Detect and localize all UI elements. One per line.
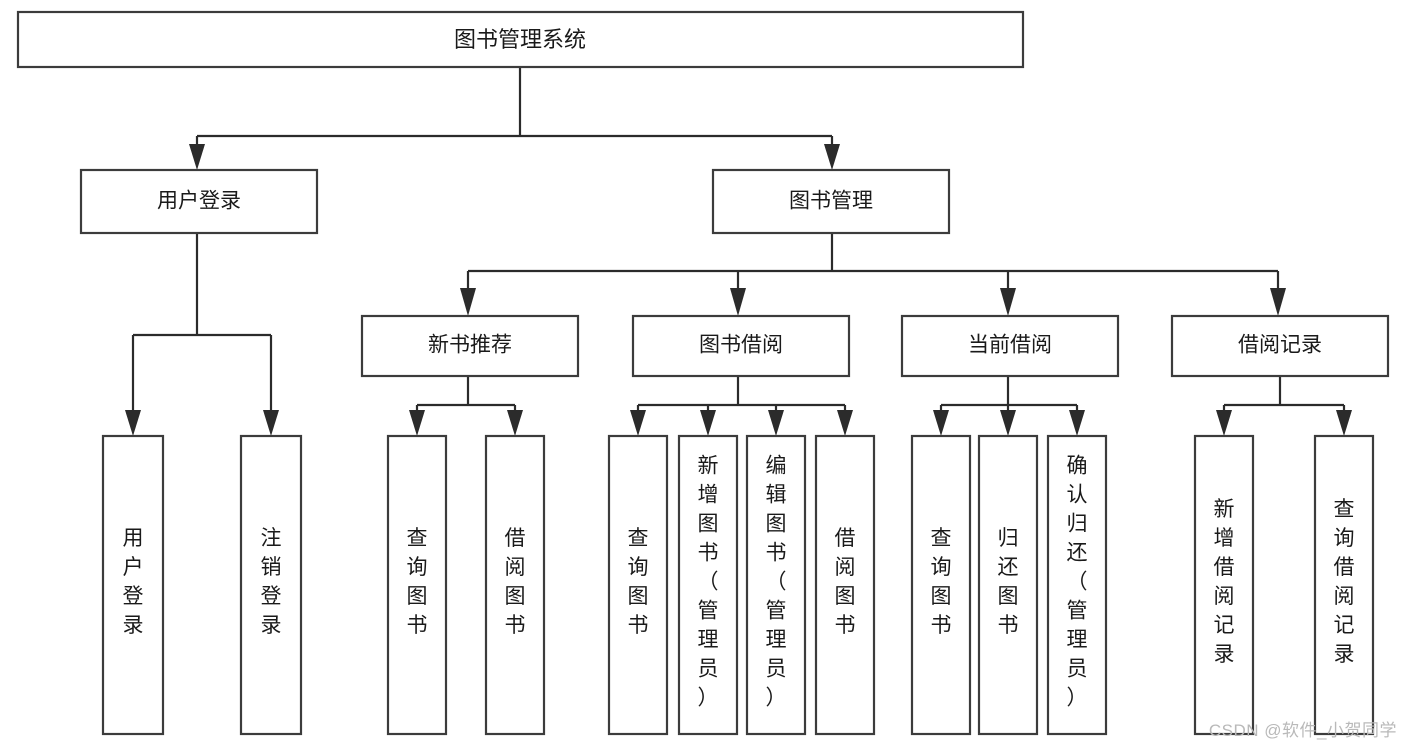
node-root-label: 图书管理系统 bbox=[454, 27, 586, 52]
node-borrow-record[interactable]: 借阅记录 bbox=[1170, 314, 1390, 378]
leaf-node-query-book-2[interactable]: 查询图书 bbox=[607, 434, 669, 736]
node-user-login-label: 用户登录 bbox=[157, 190, 241, 213]
node-book-borrow-box[interactable] bbox=[631, 314, 851, 378]
leaf-node-query-book-1-box[interactable] bbox=[386, 434, 448, 736]
leaf-node-query-book-1[interactable]: 查询图书 bbox=[386, 434, 448, 736]
connector-book-manage-to-bus bbox=[466, 233, 1280, 288]
node-book-borrow-label: 图书借阅 bbox=[699, 334, 783, 357]
leaf-node-logout[interactable]: 注销登录 bbox=[239, 434, 303, 736]
arrow-to-new-book-rec bbox=[460, 288, 476, 316]
leaf-node-query-book-2-box[interactable] bbox=[607, 434, 669, 736]
node-current-borrow-box[interactable] bbox=[900, 314, 1120, 378]
leaf-node-borrow-book-2[interactable]: 借阅图书 bbox=[814, 434, 876, 736]
arrow-to-leaf-return-book bbox=[1000, 410, 1016, 436]
leaf-node-return-book-box[interactable] bbox=[977, 434, 1039, 736]
arrow-to-leaf-edit-book bbox=[768, 410, 784, 436]
leaf-node-confirm-return[interactable]: 确认归还（管理员） bbox=[1046, 434, 1108, 736]
connector-borrow-record-to-bus bbox=[1222, 376, 1346, 414]
arrow-to-leaf-logout bbox=[263, 410, 279, 436]
arrow-to-leaf-add-record bbox=[1216, 410, 1232, 436]
leaf-node-add-book-label: 新增图书（管理员） bbox=[698, 455, 719, 710]
leaf-node-add-book-box[interactable] bbox=[677, 434, 739, 736]
node-root[interactable]: 图书管理系统 bbox=[16, 10, 1025, 69]
leaf-node-return-book-label: 归还图书 bbox=[998, 527, 1019, 637]
leaf-layer: 用户登录 注销登录 查询图书 借阅图书 查询图书 新增图书（管理员） 编辑图书（… bbox=[101, 434, 1375, 736]
arrow-to-leaf-query-book-2 bbox=[630, 410, 646, 436]
leaf-node-return-book[interactable]: 归还图书 bbox=[977, 434, 1039, 736]
node-borrow-record-label: 借阅记录 bbox=[1238, 334, 1322, 357]
node-borrow-record-box[interactable] bbox=[1170, 314, 1390, 378]
arrow-to-user-login bbox=[189, 144, 205, 170]
arrow-to-borrow-record bbox=[1270, 288, 1286, 316]
leaf-node-edit-book-label: 编辑图书（管理员） bbox=[766, 455, 787, 710]
leaf-node-query-book-3-box[interactable] bbox=[910, 434, 972, 736]
leaf-node-query-book-3-label: 查询图书 bbox=[931, 527, 952, 637]
leaf-node-user-login[interactable]: 用户登录 bbox=[101, 434, 165, 736]
leaf-node-query-book-3[interactable]: 查询图书 bbox=[910, 434, 972, 736]
leaf-node-borrow-book-1-label: 借阅图书 bbox=[505, 527, 526, 637]
arrow-to-leaf-query-book-1 bbox=[409, 410, 425, 436]
node-book-manage[interactable]: 图书管理 bbox=[711, 168, 951, 235]
leaf-node-add-book[interactable]: 新增图书（管理员） bbox=[677, 434, 739, 736]
leaf-node-add-record[interactable]: 新增借阅记录 bbox=[1193, 434, 1255, 736]
leaf-node-user-login-box[interactable] bbox=[101, 434, 165, 736]
csdn-watermark: CSDN @软件_小贺同学 bbox=[1208, 721, 1397, 740]
leaf-node-query-record-label: 查询借阅记录 bbox=[1334, 498, 1355, 666]
leaf-node-borrow-book-2-box[interactable] bbox=[814, 434, 876, 736]
arrow-to-book-manage bbox=[824, 144, 840, 170]
arrow-to-leaf-borrow-book-1 bbox=[507, 410, 523, 436]
node-book-manage-box[interactable] bbox=[711, 168, 951, 235]
leaf-node-logout-box[interactable] bbox=[239, 434, 303, 736]
node-current-borrow-label: 当前借阅 bbox=[968, 334, 1052, 357]
connector-layer bbox=[125, 67, 1352, 436]
leaf-node-query-record[interactable]: 查询借阅记录 bbox=[1313, 434, 1375, 736]
leaf-node-borrow-book-1[interactable]: 借阅图书 bbox=[484, 434, 546, 736]
arrow-to-book-borrow bbox=[730, 288, 746, 316]
node-book-manage-label: 图书管理 bbox=[789, 190, 873, 213]
connector-user-login-to-bus bbox=[131, 233, 273, 414]
arrow-to-leaf-confirm-return bbox=[1069, 410, 1085, 436]
leaf-node-edit-book[interactable]: 编辑图书（管理员） bbox=[745, 434, 807, 736]
leaf-node-user-login-label: 用户登录 bbox=[123, 527, 144, 637]
node-current-borrow[interactable]: 当前借阅 bbox=[900, 314, 1120, 378]
arrow-to-leaf-query-book-3 bbox=[933, 410, 949, 436]
arrow-to-current-borrow bbox=[1000, 288, 1016, 316]
arrow-to-leaf-add-book bbox=[700, 410, 716, 436]
connector-current-borrow-to-bus bbox=[939, 376, 1079, 414]
arrow-to-leaf-query-record bbox=[1336, 410, 1352, 436]
node-user-login-box[interactable] bbox=[79, 168, 319, 235]
leaf-node-confirm-return-box[interactable] bbox=[1046, 434, 1108, 736]
leaf-node-query-record-box[interactable] bbox=[1313, 434, 1375, 736]
leaf-node-borrow-book-1-box[interactable] bbox=[484, 434, 546, 736]
connector-new-book-rec-to-bus bbox=[415, 376, 517, 414]
leaf-node-confirm-return-label: 确认归还（管理员） bbox=[1067, 455, 1088, 710]
node-new-book-rec[interactable]: 新书推荐 bbox=[360, 314, 580, 378]
node-book-borrow[interactable]: 图书借阅 bbox=[631, 314, 851, 378]
leaf-node-query-book-1-label: 查询图书 bbox=[407, 527, 428, 637]
node-new-book-rec-box[interactable] bbox=[360, 314, 580, 378]
connector-root-to-bus bbox=[195, 67, 834, 152]
leaf-node-edit-book-box[interactable] bbox=[745, 434, 807, 736]
node-new-book-rec-label: 新书推荐 bbox=[428, 334, 512, 357]
leaf-node-query-book-2-label: 查询图书 bbox=[628, 527, 649, 637]
leaf-node-add-record-box[interactable] bbox=[1193, 434, 1255, 736]
connector-book-borrow-to-bus bbox=[636, 376, 847, 414]
leaf-node-add-record-label: 新增借阅记录 bbox=[1214, 498, 1235, 666]
arrow-to-leaf-user-login bbox=[125, 410, 141, 436]
leaf-node-borrow-book-2-label: 借阅图书 bbox=[835, 527, 856, 637]
arrow-to-leaf-borrow-book-2 bbox=[837, 410, 853, 436]
leaf-node-logout-label: 注销登录 bbox=[261, 527, 282, 637]
node-root-box[interactable] bbox=[16, 10, 1025, 69]
node-user-login[interactable]: 用户登录 bbox=[79, 168, 319, 235]
